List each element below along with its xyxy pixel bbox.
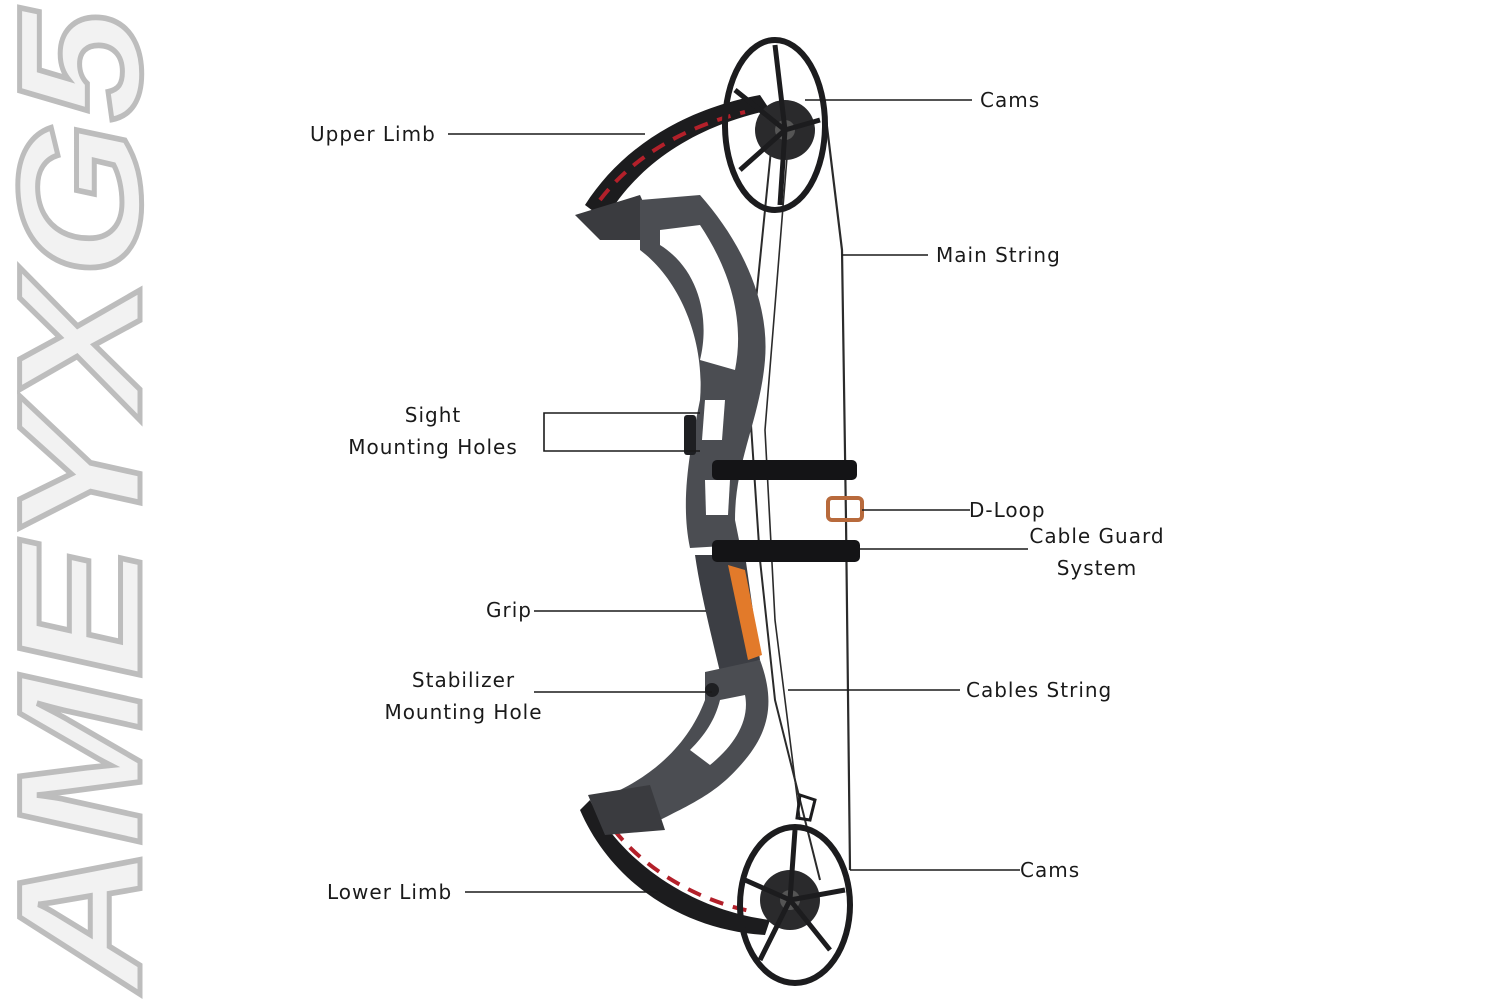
cable-guard bbox=[712, 460, 860, 562]
cables-string bbox=[746, 109, 821, 881]
leader-lines bbox=[448, 99, 1028, 893]
label-main-string: Main String bbox=[936, 243, 1061, 267]
label-upper-limb: Upper Limb bbox=[310, 122, 436, 146]
label-grip: Grip bbox=[486, 598, 532, 622]
top-cam bbox=[722, 37, 828, 213]
riser bbox=[620, 195, 769, 820]
brand-wordmark-logo: AMEYXG5 bbox=[0, 4, 170, 997]
label-cables-string: Cables String bbox=[966, 678, 1113, 702]
lower-limb bbox=[580, 785, 770, 935]
label-cable-guard-system: Cable Guard System bbox=[1022, 520, 1172, 584]
label-cams-bottom: Cams bbox=[1020, 858, 1081, 882]
cables-string-2 bbox=[764, 119, 801, 821]
label-lower-limb: Lower Limb bbox=[327, 880, 453, 904]
label-sight-line2: Mounting Holes bbox=[348, 435, 518, 459]
bow-strings bbox=[746, 109, 852, 881]
label-cable-guard-line1: Cable Guard bbox=[1029, 524, 1165, 548]
bottom-cam bbox=[737, 793, 853, 986]
label-cable-guard-line2: System bbox=[1056, 556, 1138, 580]
label-sight-mounting-holes: Sight Mounting Holes bbox=[338, 399, 528, 463]
d-loop-part bbox=[826, 496, 864, 522]
label-sight-line1: Sight bbox=[404, 403, 462, 427]
leader-sight-holes bbox=[543, 412, 700, 452]
label-stabilizer-mounting-hole: Stabilizer Mounting Hole bbox=[376, 664, 551, 728]
label-cams-top: Cams bbox=[980, 88, 1041, 112]
main-string bbox=[823, 109, 852, 871]
svg-text:AMEYXG5: AMEYXG5 bbox=[0, 7, 170, 995]
label-stabilizer-line1: Stabilizer bbox=[411, 668, 516, 692]
label-stabilizer-line2: Mounting Hole bbox=[384, 700, 543, 724]
label-d-loop: D-Loop bbox=[969, 498, 1046, 522]
